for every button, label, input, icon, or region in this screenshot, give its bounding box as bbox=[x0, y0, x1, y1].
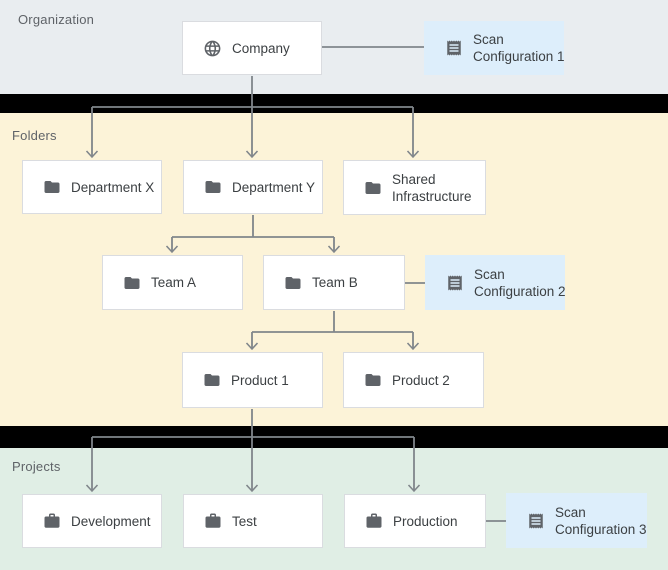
section-divider-bar bbox=[0, 94, 668, 113]
briefcase-icon bbox=[204, 512, 222, 530]
node-label: Team B bbox=[312, 275, 358, 290]
node-department-x: Department X bbox=[22, 160, 162, 214]
node-department-y: Department Y bbox=[183, 160, 323, 214]
node-scan-configuration-2: Scan Configuration 2 bbox=[425, 255, 566, 310]
node-scan-configuration-3: Scan Configuration 3 bbox=[506, 493, 647, 548]
node-shared-infrastructure: Shared Infrastructure bbox=[343, 160, 486, 215]
node-label: Test bbox=[232, 513, 257, 529]
briefcase-icon bbox=[43, 512, 61, 530]
node-label: Scan Configuration 3 bbox=[555, 504, 647, 537]
node-label: Department Y bbox=[232, 179, 316, 195]
node-label: Product 2 bbox=[392, 372, 450, 388]
folder-icon bbox=[203, 371, 221, 389]
folder-icon bbox=[284, 274, 302, 292]
receipt-icon bbox=[527, 512, 545, 530]
node-product-1: Product 1 bbox=[182, 352, 323, 408]
edge-lines bbox=[91, 46, 506, 522]
node-scan-configuration-1: Scan Configuration 1 bbox=[424, 21, 565, 75]
folder-icon bbox=[364, 371, 382, 389]
node-team-b: Team B bbox=[263, 255, 405, 310]
node-label: Scan Configuration 1 bbox=[473, 32, 565, 64]
node-label: Company bbox=[232, 40, 290, 56]
folder-icon bbox=[204, 178, 222, 196]
receipt-icon bbox=[446, 274, 464, 292]
arrowheads bbox=[85, 150, 421, 493]
projects-section-label: Projects bbox=[12, 459, 61, 474]
node-development: Development bbox=[22, 494, 162, 548]
folder-icon bbox=[364, 179, 382, 197]
receipt-icon bbox=[445, 39, 463, 57]
folder-icon bbox=[43, 178, 61, 196]
node-label: Department X bbox=[71, 179, 155, 195]
briefcase-icon bbox=[365, 512, 383, 530]
node-company: Company bbox=[182, 21, 322, 75]
node-team-a: Team A bbox=[102, 255, 243, 310]
node-label: Scan Configuration 2 bbox=[474, 266, 566, 299]
node-label: Team A bbox=[151, 275, 197, 290]
node-production: Production bbox=[344, 494, 486, 548]
globe-icon bbox=[203, 39, 222, 58]
folders-section-label: Folders bbox=[12, 128, 57, 143]
node-product-2: Product 2 bbox=[343, 352, 484, 408]
node-label: Product 1 bbox=[231, 372, 289, 388]
node-label: Development bbox=[71, 513, 151, 529]
node-test: Test bbox=[183, 494, 323, 548]
node-label: Shared Infrastructure bbox=[392, 171, 472, 204]
folder-icon bbox=[123, 274, 141, 292]
organization-section-label: Organization bbox=[18, 12, 95, 27]
node-label: Production bbox=[393, 513, 458, 529]
